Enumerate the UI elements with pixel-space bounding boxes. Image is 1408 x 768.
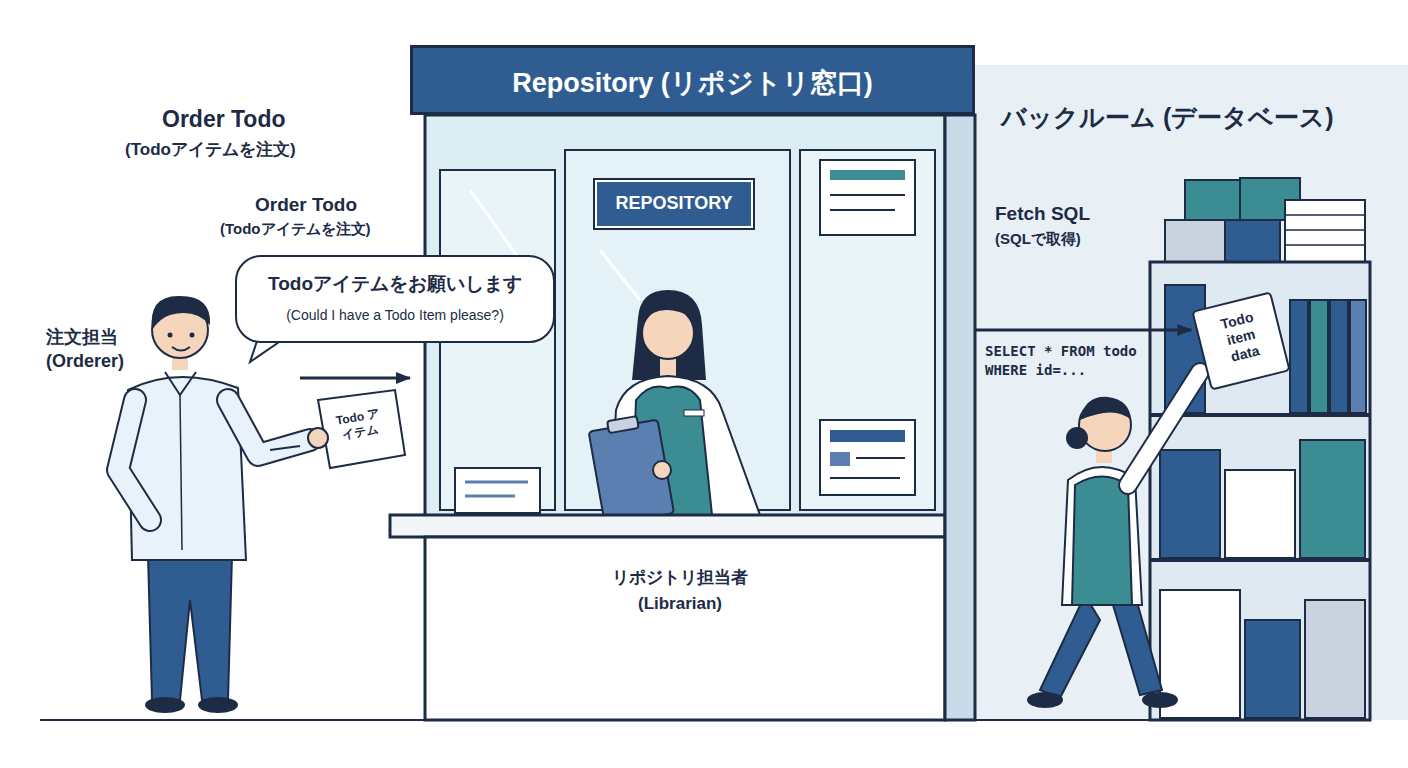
orderer-area: 注文担当 (Orderer) [40, 325, 300, 720]
poster [455, 468, 540, 513]
flow-arrow [300, 377, 410, 380]
storage-shelf [1150, 178, 1370, 720]
poster-line [830, 477, 900, 479]
neck [660, 358, 676, 376]
node-text: (Could I have a Todo Item please?) [245, 307, 545, 323]
poster-line [465, 481, 528, 484]
annotation-label: Order Todo [255, 194, 455, 216]
booth-counter [390, 115, 975, 720]
annotation-label: Order Todo [162, 106, 362, 133]
booth-pillar [945, 115, 975, 720]
name-tag [684, 410, 704, 416]
annotation-label: (SQLで取得) [995, 230, 1195, 249]
node-text: 注文担当 (Orderer) [46, 325, 156, 373]
annotation-label: (Todoアイテムを注文) [220, 220, 460, 239]
hand [653, 461, 671, 479]
glass-panel [800, 150, 935, 510]
edge-label: SELECT * FROM todo WHERE id=... [985, 342, 1157, 380]
poster-line [465, 495, 515, 498]
clipboard [587, 413, 674, 526]
librarian-figure [587, 290, 760, 525]
poster-line [830, 170, 905, 180]
speech-bubble: Todoアイテムをお願いします (Could I have a Todo Item… [235, 255, 555, 343]
ground-line [40, 719, 1370, 721]
poster-line [830, 430, 905, 442]
repository-sign: REPOSITORY [595, 180, 753, 228]
poster-line [830, 452, 850, 466]
annotation-label: Fetch SQL [995, 203, 1195, 225]
poster-line [856, 457, 905, 459]
poster [820, 420, 915, 495]
node-text: Todo item data [1206, 305, 1277, 369]
node-text: リポジトリ担当者 (Librarian) [600, 565, 760, 617]
node-text: バックルーム (データベース) [1001, 101, 1401, 134]
node-text: REPOSITORY [597, 193, 751, 214]
poster-line [830, 194, 905, 196]
glass-shine [600, 250, 640, 300]
node-text: Repository (リポジトリ窓口) [410, 45, 975, 115]
hair [632, 290, 706, 380]
booth-front [425, 537, 945, 720]
poster [820, 160, 915, 235]
glass-shine [470, 190, 520, 260]
repository-booth: Repository (リポジトリ窓口) リポジトリ担当者 (Librarian)… [410, 40, 975, 720]
orderer-figure [118, 296, 405, 713]
node-text: Todoアイテムをお願いします [245, 271, 545, 297]
poster-line [830, 209, 895, 211]
annotation-label: (Todoアイテムを注文) [125, 138, 385, 161]
fringe [642, 298, 694, 322]
counter-top [390, 515, 945, 537]
